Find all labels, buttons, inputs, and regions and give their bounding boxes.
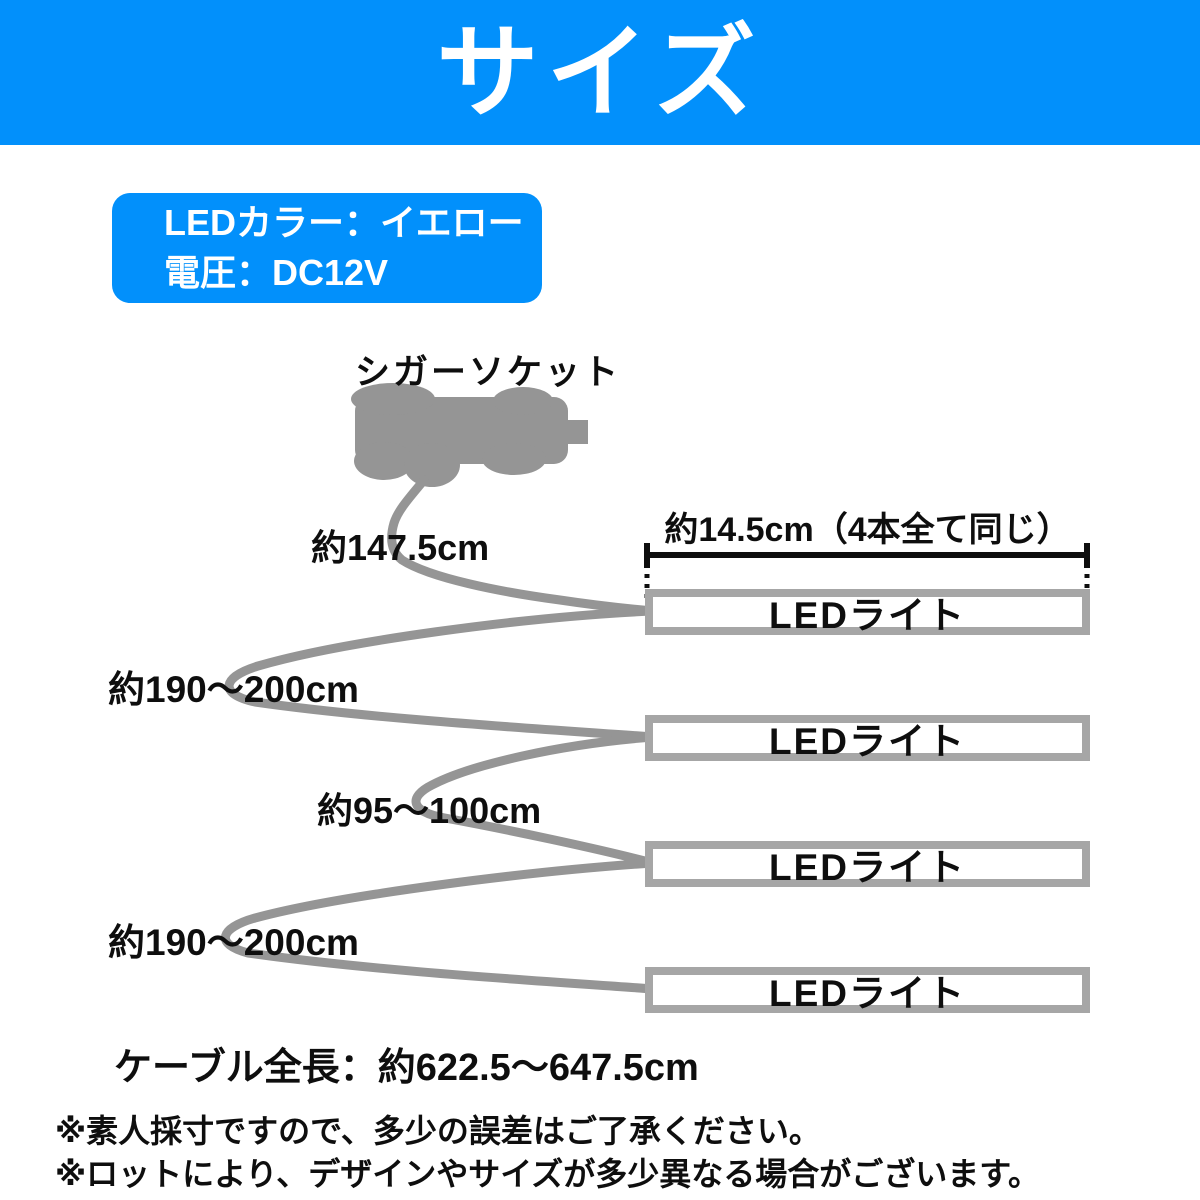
- led-bar-label: LEDライト: [769, 721, 966, 762]
- led-bar-3: LEDライト: [645, 841, 1090, 888]
- header-banner: サイズ: [0, 0, 1200, 145]
- led-bar-1: LEDライト: [645, 589, 1090, 636]
- disclaimer-note-1: ※素人採寸ですので、多少の誤差はご了承ください。: [55, 1113, 821, 1149]
- cable-length-label-1: 約147.5cm: [311, 527, 490, 568]
- total-cable-length-label: ケーブル全長：約622.5〜647.5cm: [114, 1047, 699, 1089]
- cable-length-label-4: 約190〜200cm: [108, 922, 359, 963]
- spec-box: LEDカラー：イエロー 電圧：DC12V: [112, 193, 542, 303]
- led-bar-4: LEDライト: [645, 967, 1090, 1014]
- cable-length-label-3: 約95〜100cm: [317, 790, 542, 831]
- cable-bar3-to-bar4: [221, 858, 658, 994]
- cable-length-label-2: 約190〜200cm: [108, 669, 359, 710]
- led-bar-label: LEDライト: [769, 847, 966, 888]
- led-bar-2: LEDライト: [645, 715, 1090, 762]
- cigarette-socket-icon: [351, 383, 588, 487]
- socket-label: シガーソケット: [355, 353, 622, 392]
- spec-led-color: LEDカラー：イエロー: [164, 202, 524, 244]
- cable-socket-to-bar1: [387, 475, 658, 616]
- disclaimer-note-2: ※ロットにより、デザインやサイズが多少異なる場合がございます。: [55, 1156, 1041, 1192]
- led-bar-label: LEDライト: [769, 973, 966, 1014]
- cable-bar2-to-bar3: [411, 732, 658, 868]
- page-title: サイズ: [436, 15, 764, 130]
- bar-length-label: 約14.5cm（4本全て同じ）: [664, 511, 1071, 549]
- cable-bar1-to-bar2: [224, 606, 658, 742]
- led-bar-label: LEDライト: [769, 595, 966, 636]
- cable-paths: [221, 475, 658, 994]
- spec-voltage: 電圧：DC12V: [164, 252, 389, 293]
